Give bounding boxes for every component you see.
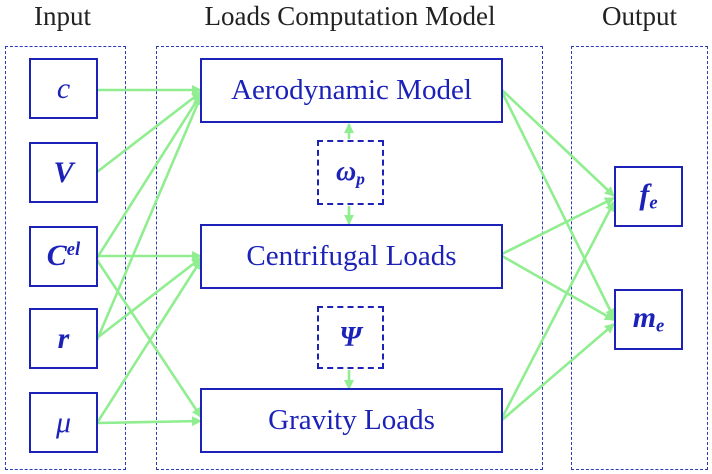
output-f-box: fe [614, 166, 683, 227]
psi-param-label: Ψ [339, 321, 362, 353]
arrow-V-aero [96, 90, 202, 174]
arrow-aero-m [500, 91, 616, 319]
omega-subscript: p [356, 169, 365, 189]
input-Cel-superscript: el [66, 239, 81, 261]
input-V-label: V [53, 155, 74, 189]
aerodynamic-model-label: Aerodynamic Model [231, 74, 472, 106]
output-m-base: m [632, 301, 657, 335]
input-V-box: V [29, 142, 98, 203]
gravity-loads-label: Gravity Loads [268, 404, 435, 436]
model-header: Loads Computation Model [204, 1, 496, 31]
arrow-centrifugal-f [501, 196, 615, 256]
output-group [571, 46, 708, 470]
arrow-Cel-aero [95, 93, 203, 259]
aerodynamic-model-box: Aerodynamic Model [200, 58, 503, 123]
input-Cel-base: C [46, 239, 67, 273]
arrow-Cel-gravity [95, 259, 203, 418]
omega-base: ω [336, 155, 357, 187]
input-Cel-box: Cel [29, 226, 98, 287]
input-c-label: c [56, 71, 71, 105]
output-m-box: me [614, 289, 683, 350]
arrow-gravity-m [501, 323, 615, 421]
omega-param-label: ωp [336, 156, 365, 189]
centrifugal-loads-label: Centrifugal Loads [246, 240, 457, 272]
input-c-box: c [29, 58, 98, 119]
gravity-loads-box: Gravity Loads [200, 388, 503, 453]
omega-param-box: ωp [317, 140, 384, 205]
arrow-r-centrifugal [96, 256, 202, 340]
input-mu-label: μ [55, 405, 72, 439]
input-r-box: r [29, 308, 98, 369]
centrifugal-loads-box: Centrifugal Loads [200, 224, 503, 289]
arrow-r-aero [95, 95, 203, 341]
input-mu-box: μ [29, 392, 98, 453]
output-f-subscript: e [649, 192, 658, 214]
output-f-base: f [639, 178, 650, 212]
output-f-label: fe [639, 178, 657, 215]
output-header: Output [601, 1, 677, 31]
input-header: Input [34, 1, 91, 31]
model-group [156, 46, 543, 470]
output-m-subscript: e [656, 315, 665, 337]
arrow-aero-f [501, 89, 615, 197]
input-Cel-label: Cel [47, 239, 80, 273]
input-group [5, 46, 126, 470]
arrow-gravity-f [500, 201, 616, 419]
input-r-label: r [57, 321, 70, 355]
arrow-mu-centrifugal [95, 259, 203, 424]
psi-param-box: Ψ [317, 306, 384, 369]
arrow-centrifugal-m [501, 254, 615, 322]
output-m-label: me [633, 301, 665, 338]
arrow-mu-gravity [96, 416, 202, 427]
